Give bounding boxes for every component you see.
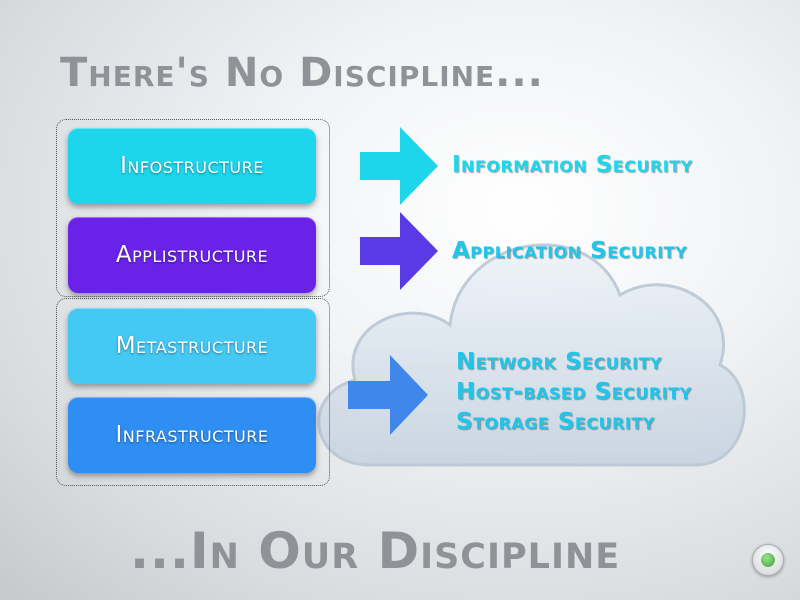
information-security-group: Information Security [452, 150, 693, 180]
application-security-label: Application Security [452, 238, 688, 264]
arrow-right-icon [360, 127, 438, 205]
application-security-group: Application Security [452, 236, 687, 266]
infrastructure-box: Infrastructure [68, 397, 316, 473]
applistructure-box: Applistructure [68, 217, 316, 293]
metastructure-label: Metastructure [115, 333, 269, 359]
storage-security-label: Storage Security [456, 409, 655, 435]
metastructure-box: Metastructure [68, 308, 316, 384]
record-dot-icon[interactable] [752, 544, 784, 576]
infrastructure-label: Infrastructure [115, 422, 269, 448]
arrow-right-icon [360, 212, 438, 290]
network-security-label: Network Security [456, 349, 663, 375]
arrow-right-icon [348, 355, 428, 435]
record-dot-inner [761, 553, 775, 567]
applistructure-label: Applistructure [115, 242, 269, 268]
infostructure-label: Infostructure [120, 153, 264, 179]
bottom-layer-group-outline [56, 298, 330, 486]
infrastructure-security-group: Network Security Host-based Security Sto… [456, 347, 692, 437]
slide-footer: ...In Our Discipline [130, 522, 621, 580]
host-based-security-label: Host-based Security [456, 379, 692, 405]
infostructure-box: Infostructure [68, 128, 316, 204]
information-security-label: Information Security [452, 152, 693, 178]
top-layer-group-outline [56, 119, 330, 297]
cloud-icon [317, 243, 746, 467]
slide-title: There's No Discipline... [60, 50, 544, 96]
